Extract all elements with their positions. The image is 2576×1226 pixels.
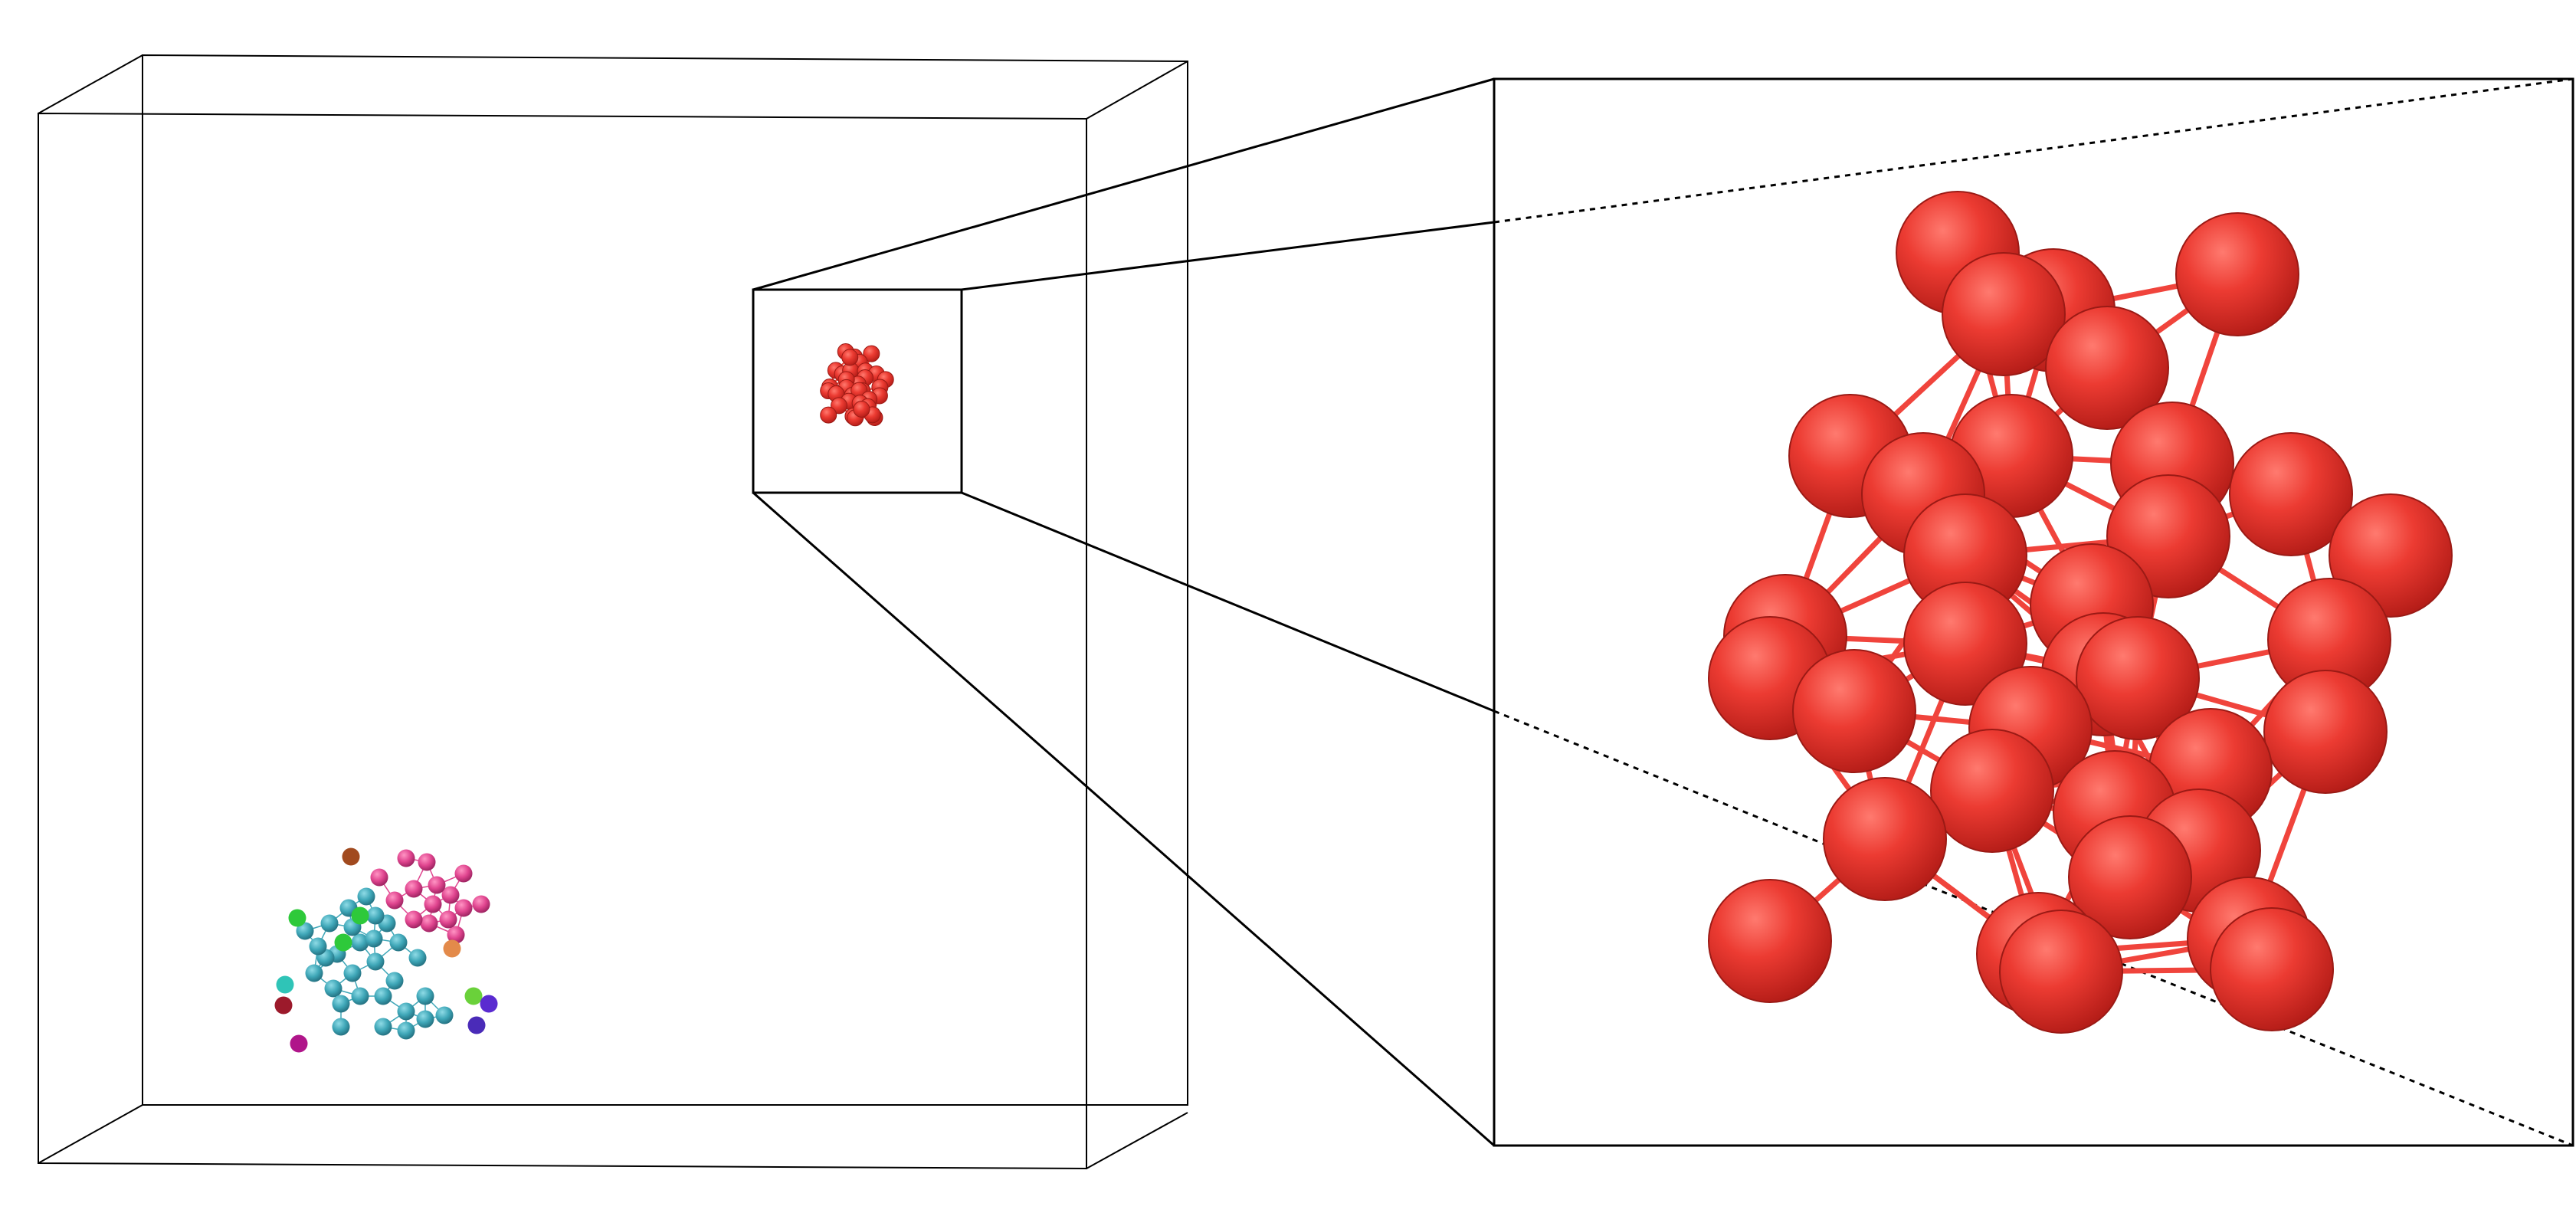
pink-atom bbox=[405, 880, 423, 898]
pink-atom bbox=[370, 868, 388, 887]
teal-atom bbox=[351, 987, 369, 1005]
atom bbox=[2263, 670, 2388, 794]
pink-atom bbox=[397, 849, 415, 867]
pink-atom bbox=[424, 895, 442, 913]
teal-atom bbox=[366, 952, 385, 971]
atom bbox=[1930, 729, 2054, 853]
teal-atom bbox=[416, 1010, 434, 1028]
teal-atom bbox=[366, 906, 385, 925]
teal-atom bbox=[374, 987, 392, 1005]
teal-atom bbox=[296, 922, 314, 940]
pink-atom bbox=[385, 891, 404, 910]
pink-atom bbox=[418, 853, 436, 871]
atom bbox=[1708, 879, 1832, 1003]
teal-atom bbox=[343, 964, 362, 982]
atom bbox=[2175, 212, 2299, 336]
small-red-cluster bbox=[820, 343, 894, 427]
pink-atom bbox=[441, 886, 460, 904]
background-clusters bbox=[274, 847, 498, 1053]
inset-atoms bbox=[1708, 191, 2453, 1034]
atom bbox=[831, 397, 847, 415]
teal-atom bbox=[365, 929, 383, 948]
pink-atom bbox=[428, 876, 446, 894]
lone-atom bbox=[290, 1034, 308, 1053]
teal-atom bbox=[324, 979, 342, 998]
connector-line bbox=[752, 491, 1495, 1147]
simulation-box bbox=[38, 54, 1188, 1170]
teal-atom bbox=[320, 914, 339, 933]
teal-atom bbox=[357, 887, 375, 906]
box-edge bbox=[1086, 1112, 1188, 1169]
atom bbox=[2045, 306, 2169, 430]
atom bbox=[863, 345, 880, 362]
teal-atom bbox=[305, 964, 323, 982]
box-back-face bbox=[142, 54, 1188, 1106]
inset-frame bbox=[1493, 77, 2574, 1147]
box-edge bbox=[1086, 61, 1188, 120]
teal-atom bbox=[435, 1006, 454, 1024]
lone-atom bbox=[288, 909, 306, 927]
atom bbox=[2076, 616, 2200, 740]
atom bbox=[820, 406, 837, 424]
teal-atom bbox=[389, 933, 408, 952]
box-edge bbox=[38, 1104, 143, 1164]
pink-atom bbox=[405, 910, 423, 929]
atom bbox=[1792, 649, 1916, 773]
lone-atom bbox=[467, 1016, 486, 1034]
teal-atom bbox=[374, 1018, 392, 1036]
lone-atom bbox=[351, 906, 369, 925]
teal-atom bbox=[397, 1002, 415, 1021]
connector-line bbox=[752, 77, 1495, 291]
atom bbox=[2068, 815, 2192, 939]
teal-atom bbox=[332, 995, 350, 1013]
teal-atom bbox=[408, 949, 427, 967]
atom bbox=[2229, 432, 2353, 556]
lone-atom bbox=[480, 995, 498, 1013]
atom bbox=[1903, 582, 2027, 706]
atom bbox=[1823, 777, 1947, 901]
lone-atom bbox=[274, 996, 293, 1015]
connector-line bbox=[961, 221, 1495, 291]
atom bbox=[1999, 910, 2123, 1034]
teal-atom bbox=[397, 1021, 415, 1040]
lone-atom bbox=[276, 975, 294, 994]
atom bbox=[853, 400, 870, 418]
teal-atom bbox=[332, 1018, 350, 1036]
lone-atom bbox=[334, 933, 352, 952]
pink-atom bbox=[420, 914, 438, 933]
connector-dotted-line bbox=[1493, 77, 2574, 224]
atom bbox=[2210, 907, 2334, 1031]
lone-atom bbox=[464, 987, 483, 1005]
atom bbox=[1942, 252, 2066, 376]
pink-atom bbox=[447, 926, 465, 944]
box-edge bbox=[38, 54, 143, 114]
teal-atom bbox=[351, 933, 369, 952]
lone-atom bbox=[342, 847, 360, 866]
pink-atom bbox=[454, 899, 473, 917]
atom bbox=[841, 349, 859, 366]
teal-atom bbox=[416, 987, 434, 1005]
lone-atom bbox=[443, 939, 461, 958]
connector-line bbox=[961, 491, 1495, 713]
pink-atom bbox=[454, 864, 473, 883]
selection-box bbox=[752, 288, 963, 494]
pink-atom bbox=[472, 895, 490, 913]
teal-atom bbox=[385, 972, 404, 990]
box-front-face bbox=[38, 112, 1087, 1170]
teal-atom bbox=[309, 937, 327, 956]
pink-atom bbox=[439, 910, 457, 929]
